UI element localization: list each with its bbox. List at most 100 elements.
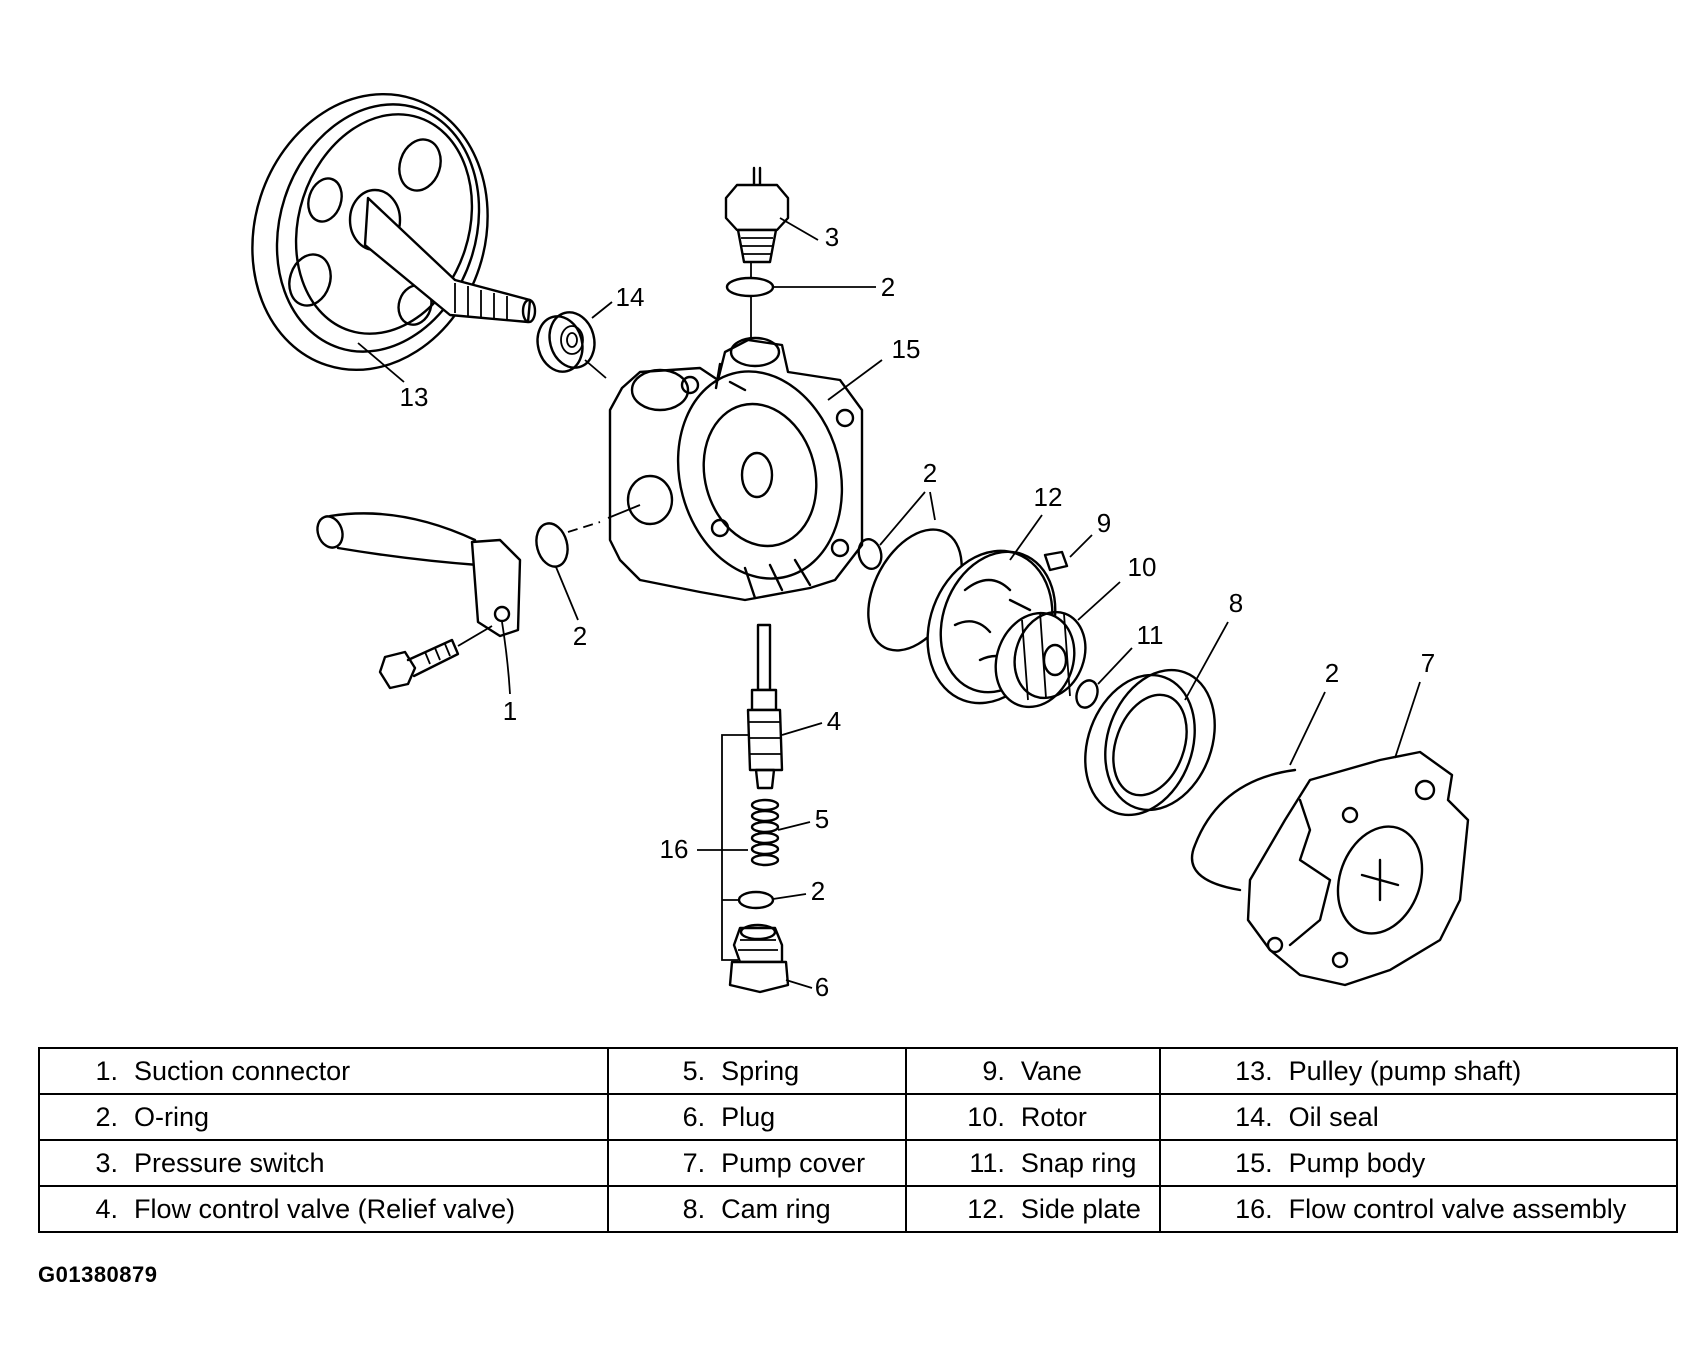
legend-number: 4. xyxy=(95,1193,118,1224)
pump-body-part xyxy=(608,336,864,602)
leader-13 xyxy=(357,342,405,383)
parts-legend-table: 1. Suction connector 5. Spring 9. Vane 13. Pull… xyxy=(37,1047,1679,1233)
legend-label: Snap ring xyxy=(1020,1147,1137,1178)
snap-ring-part xyxy=(1075,679,1099,709)
legend-cell: 3. Pressure switch xyxy=(37,1139,610,1187)
legend-label: O-ring xyxy=(134,1101,210,1132)
legend-number: 10. xyxy=(967,1101,1005,1132)
callout-10: 10 xyxy=(1128,552,1157,582)
legend-number: 3. xyxy=(95,1147,118,1178)
leader-15 xyxy=(827,359,883,401)
callout-2-bottom: 2 xyxy=(811,876,825,906)
legend-number: 13. xyxy=(1235,1055,1273,1086)
callout-4: 4 xyxy=(827,706,841,736)
legend-number: 5. xyxy=(682,1055,706,1086)
legend-label: Pressure switch xyxy=(134,1147,325,1178)
figure-code: G01380879 xyxy=(38,1262,158,1287)
o-ring-top xyxy=(725,276,775,298)
bracket-16 xyxy=(721,734,748,961)
legend-row: 4. Flow control valve (Relief valve) 8. Cam… xyxy=(37,1185,1679,1233)
o-ring-cover xyxy=(1190,768,1297,892)
o-ring-left xyxy=(535,522,569,568)
legend-row: 2. O-ring 6. Plug 10. Rotor 14. Oil seal xyxy=(37,1093,1679,1141)
callout-9: 9 xyxy=(1097,508,1111,538)
callout-14: 14 xyxy=(616,282,645,312)
legend-cell: 13. Pulley (pump shaft) xyxy=(1158,1047,1679,1095)
legend-cell: 11. Snap ring xyxy=(904,1139,1161,1187)
legend-cell: 6. Plug xyxy=(607,1093,907,1141)
callout-1: 1 xyxy=(503,696,517,726)
legend-row: 1. Suction connector 5. Spring 9. Vane 13. Pull… xyxy=(37,1047,1679,1095)
legend-number: 11. xyxy=(969,1147,1005,1178)
legend-cell: 9. Vane xyxy=(904,1047,1161,1095)
legend-label: Pump body xyxy=(1288,1147,1426,1178)
leader-3 xyxy=(779,217,819,241)
legend-label: Flow control valve assembly xyxy=(1288,1193,1627,1224)
callout-15: 15 xyxy=(892,334,921,364)
plug-part xyxy=(728,923,790,994)
legend-number: 7. xyxy=(682,1147,706,1178)
o-ring-small xyxy=(857,538,883,570)
leader-14 xyxy=(591,301,613,319)
callout-2-top: 2 xyxy=(881,272,895,302)
pulley-part xyxy=(251,92,537,372)
spring-part xyxy=(750,798,780,867)
suction-connector-part xyxy=(316,512,522,638)
legend-label: Suction connector xyxy=(134,1055,351,1086)
legend-label: Plug xyxy=(721,1101,776,1132)
callout-8: 8 xyxy=(1229,588,1243,618)
legend-label: Vane xyxy=(1020,1055,1082,1086)
callout-7: 7 xyxy=(1421,648,1435,678)
rotor-part xyxy=(994,610,1087,709)
callout-6: 6 xyxy=(815,972,829,1002)
legend-label: Spring xyxy=(721,1055,800,1086)
legend-cell: 12. Side plate xyxy=(904,1185,1161,1233)
legend-cell: 10. Rotor xyxy=(904,1093,1161,1141)
legend-label: Side plate xyxy=(1020,1193,1141,1224)
callout-12: 12 xyxy=(1034,482,1063,512)
legend-row: 3. Pressure switch 7. Pump cover 11. Snap rin… xyxy=(37,1139,1679,1187)
legend-number: 16. xyxy=(1235,1193,1273,1224)
legend-label: Cam ring xyxy=(721,1193,831,1224)
bolt-part xyxy=(378,638,460,690)
callout-13: 13 xyxy=(400,382,429,412)
legend-cell: 1. Suction connector xyxy=(37,1047,610,1095)
legend-label: Rotor xyxy=(1020,1101,1087,1132)
legend-cell: 15. Pump body xyxy=(1158,1139,1679,1187)
legend-number: 2. xyxy=(95,1101,118,1132)
legend-number: 8. xyxy=(682,1193,706,1224)
legend-cell: 4. Flow control valve (Relief valve) xyxy=(37,1185,610,1233)
callout-11: 11 xyxy=(1137,620,1164,650)
callout-2-cover: 2 xyxy=(1325,658,1339,688)
legend-number: 14. xyxy=(1235,1101,1273,1132)
legend-label: Pump cover xyxy=(721,1147,866,1178)
callout-5: 5 xyxy=(815,804,829,834)
pressure-switch-part xyxy=(724,166,790,264)
legend-cell: 5. Spring xyxy=(607,1047,907,1095)
legend-cell: 8. Cam ring xyxy=(607,1185,907,1233)
vane-part xyxy=(1043,550,1069,572)
legend-number: 15. xyxy=(1235,1147,1273,1178)
pump-cover-part xyxy=(1246,750,1470,987)
legend-label: Flow control valve (Relief valve) xyxy=(134,1193,516,1224)
legend-number: 12. xyxy=(967,1193,1005,1224)
legend-cell: 14. Oil seal xyxy=(1158,1093,1679,1141)
exploded-view-diagram: 13 14 3 2 15 xyxy=(251,92,1470,1002)
callout-3: 3 xyxy=(825,222,839,252)
flow-control-valve-part xyxy=(746,623,784,790)
callout-2-side: 2 xyxy=(923,458,937,488)
legend-cell: 7. Pump cover xyxy=(607,1139,907,1187)
leader-1 xyxy=(501,621,511,695)
oil-seal-part xyxy=(536,311,596,373)
cam-ring-part xyxy=(1084,668,1216,817)
legend-label: Oil seal xyxy=(1288,1101,1379,1132)
legend-number: 1. xyxy=(95,1055,118,1086)
legend-cell: 16. Flow control valve assembly xyxy=(1158,1185,1679,1233)
legend-cell: 2. O-ring xyxy=(37,1093,610,1141)
legend-label: Pulley (pump shaft) xyxy=(1288,1055,1522,1086)
o-ring-bottom xyxy=(737,890,775,910)
callout-16: 16 xyxy=(660,834,689,864)
legend-number: 9. xyxy=(982,1055,1005,1086)
callout-2-left: 2 xyxy=(573,621,587,651)
legend-number: 6. xyxy=(682,1101,706,1132)
